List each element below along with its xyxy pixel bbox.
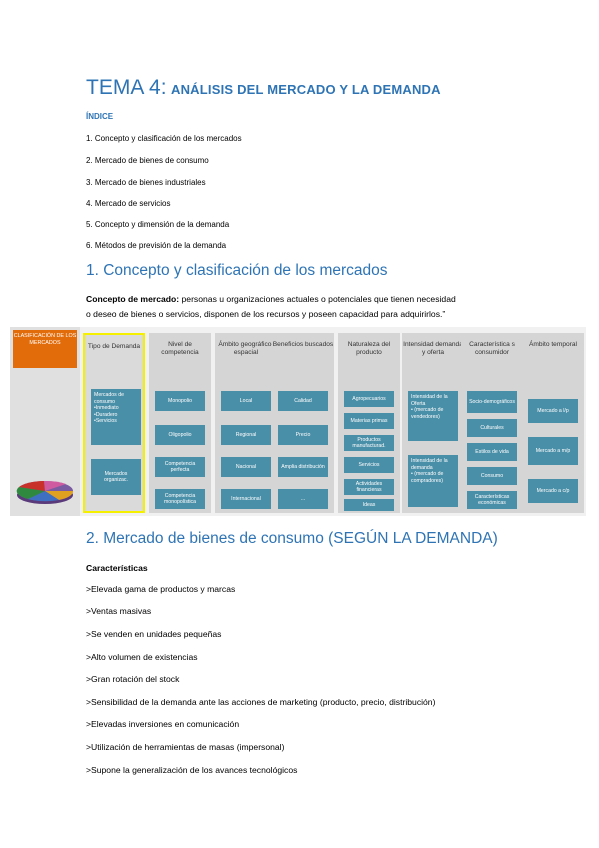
column-heading: Intensidad demanda y oferta [403,341,463,356]
index-item: 5. Concepto y dimensión de la demanda [86,220,230,229]
category-box: Amplia distribución [278,457,328,477]
section2-heading: 2. Mercado de bienes de consumo (SEGÚN L… [86,530,498,547]
category-box: Intensidad de la Oferta • (mercado de ve… [408,391,458,441]
column-ambito-geografico: Ámbito geográfico-espacial Local Regiona… [215,333,277,513]
category-box: Competencia monopolística [155,489,205,509]
column-nivel-competencia: Nivel de competencia Monopolio Oligopoli… [149,333,211,513]
diagram-left-column: CLASIFICACIÓN DE LOS MERCADOS [10,327,80,516]
index-item: 2. Mercado de bienes de consumo [86,156,209,165]
category-box: Internacional [221,489,271,509]
list-item: >Sensibilidad de la demanda ante las acc… [86,697,436,707]
index-item: 1. Concepto y clasificación de los merca… [86,134,242,143]
category-box: Características económicas [467,491,517,509]
section1-heading: 1. Concepto y clasificación de los merca… [86,262,388,279]
list-item: >Elevada gama de productos y marcas [86,584,236,594]
title-number: TEMA 4: [86,76,167,99]
list-item: >Ventas masivas [86,606,152,616]
category-box: Oligopolio [155,425,205,445]
category-box: Servicios [344,457,394,473]
page-title: TEMA 4: ANÁLISIS DEL MERCADO Y LA DEMAND… [86,76,441,100]
diagram-label: CLASIFICACIÓN DE LOS MERCADOS [13,330,77,368]
column-tipo-demanda: Tipo de Demanda Mercados de consumo •Inm… [83,333,145,513]
column-heading: Nivel de competencia [161,341,199,356]
column-naturaleza-producto: Naturaleza del producto Agropecuarios Ma… [338,333,400,513]
category-box: Calidad [278,391,328,411]
market-classification-diagram: CLASIFICACIÓN DE LOS MERCADOS Tipo de De… [10,327,586,516]
category-box: Mercado a m/p [528,437,578,465]
category-box: Materias primas [344,413,394,429]
list-item: >Gran rotación del stock [86,674,180,684]
column-beneficios-buscados: Beneficios buscados Calidad Precio Ampli… [272,333,334,513]
category-box: Productos manufacturad. [344,435,394,451]
pie-chart-icon [16,480,74,504]
category-box: Local [221,391,271,411]
column-heading: Naturaleza del producto [347,341,391,356]
index-heading: ÍNDICE [86,112,114,121]
category-box: Consumo [467,467,517,485]
index-item: 4. Mercado de servicios [86,199,171,208]
category-box: Culturales [467,419,517,437]
category-box: Mercados organizac. [91,459,141,495]
column-caracteristicas-consumidor: Característica s consumidor Socio-demogr… [461,333,523,513]
list-item: >Utilización de herramientas de masas (i… [86,742,285,752]
title-text: ANÁLISIS DEL MERCADO Y LA DEMANDA [170,82,441,97]
list-item: >Se venden en unidades pequeñas [86,629,222,639]
category-box: Mercado a l/p [528,399,578,423]
category-box: Mercados de consumo •Inmediato •Duradero… [91,389,141,445]
index-item: 3. Mercado de bienes industriales [86,178,206,187]
column-heading: Característica s consumidor [469,341,515,356]
concept-line2: o deseo de bienes o servicios, disponen … [86,309,446,319]
category-box: Actividades financieras [344,479,394,495]
category-box: Precio [278,425,328,445]
column-ambito-temporal: Ámbito temporal Mercado a l/p Mercado a … [522,333,584,513]
list-item: >Elevadas inversiones en comunicación [86,719,240,729]
category-box: Competencia perfecta [155,457,205,477]
category-box: Monopolio [155,391,205,411]
category-box: Regional [221,425,271,445]
column-heading: Tipo de Demanda [87,343,141,350]
index-item: 6. Métodos de previsión de la demanda [86,241,227,250]
category-box: Estilos de vida [467,443,517,461]
category-box: Agropecuarios [344,391,394,407]
category-box: Nacional [221,457,271,477]
column-heading: Ámbito geográfico-espacial [218,341,274,356]
characteristics-heading: Características [86,563,148,573]
concept-line1: Concepto de mercado: personas u organiza… [86,294,456,304]
column-intensidad: Intensidad demanda y oferta Intensidad d… [402,333,464,513]
list-item: >Alto volumen de existencias [86,652,198,662]
category-box: Ideas [344,499,394,511]
concept-label: Concepto de mercado: [86,294,180,304]
column-heading: Beneficios buscados [272,341,334,348]
category-box: Mercado a c/p [528,479,578,503]
concept-text: personas u organizaciones actuales o pot… [179,294,456,304]
category-box: Intensidad de la demanda • (mercado de c… [408,455,458,507]
category-box: ... [278,489,328,509]
category-box: Socio-demográficos [467,391,517,413]
list-item: >Supone la generalización de los avances… [86,765,298,775]
column-heading: Ámbito temporal [528,341,577,348]
